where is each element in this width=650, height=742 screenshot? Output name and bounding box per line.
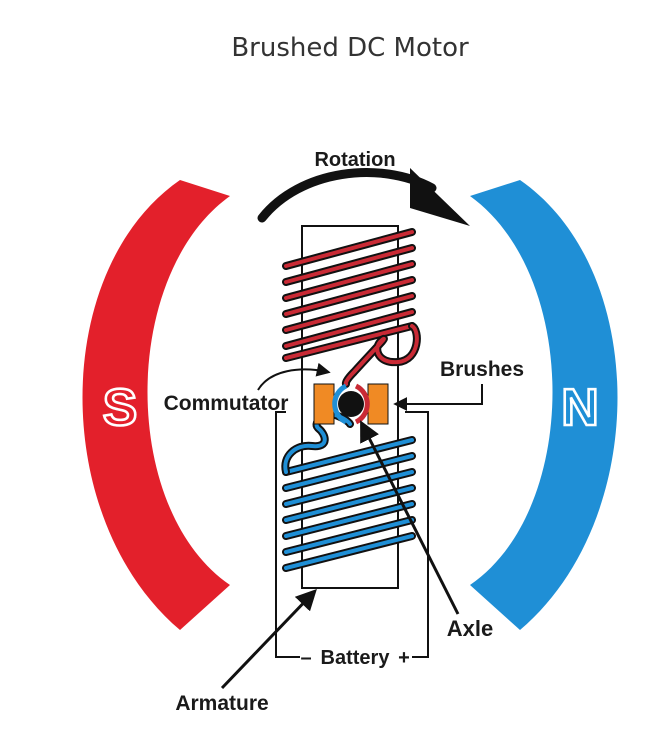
armature-pointer (220, 588, 317, 690)
battery-circuit-wire (275, 411, 429, 658)
north-magnet (470, 180, 618, 630)
battery-label: Battery (321, 647, 391, 669)
page-title: Brushed DC Motor (231, 33, 469, 63)
rotation-label: Rotation (314, 149, 395, 171)
brushes-pointer (393, 384, 483, 411)
rotation-arrowhead (410, 168, 470, 226)
south-magnet (82, 180, 230, 630)
battery-minus-label: – (300, 647, 311, 669)
battery-plus-label: + (398, 647, 410, 669)
commutator-label: Commutator (164, 392, 289, 415)
rotation-arrow (257, 168, 437, 223)
north-pole-letter: N (561, 379, 599, 437)
south-pole-letter: S (103, 379, 138, 437)
right-brush (367, 383, 389, 425)
commutator-pointer (257, 362, 331, 391)
axle-hub (338, 391, 364, 417)
brushes-label: Brushes (440, 358, 524, 381)
left-brush (313, 383, 335, 425)
commutator-segment-left (332, 383, 348, 425)
red-coil (282, 228, 421, 388)
armature-label: Armature (175, 692, 268, 715)
blue-coil (281, 410, 416, 572)
commutator-segment-right (354, 383, 370, 425)
axle-pointer (360, 420, 460, 615)
axle-label: Axle (447, 616, 493, 641)
